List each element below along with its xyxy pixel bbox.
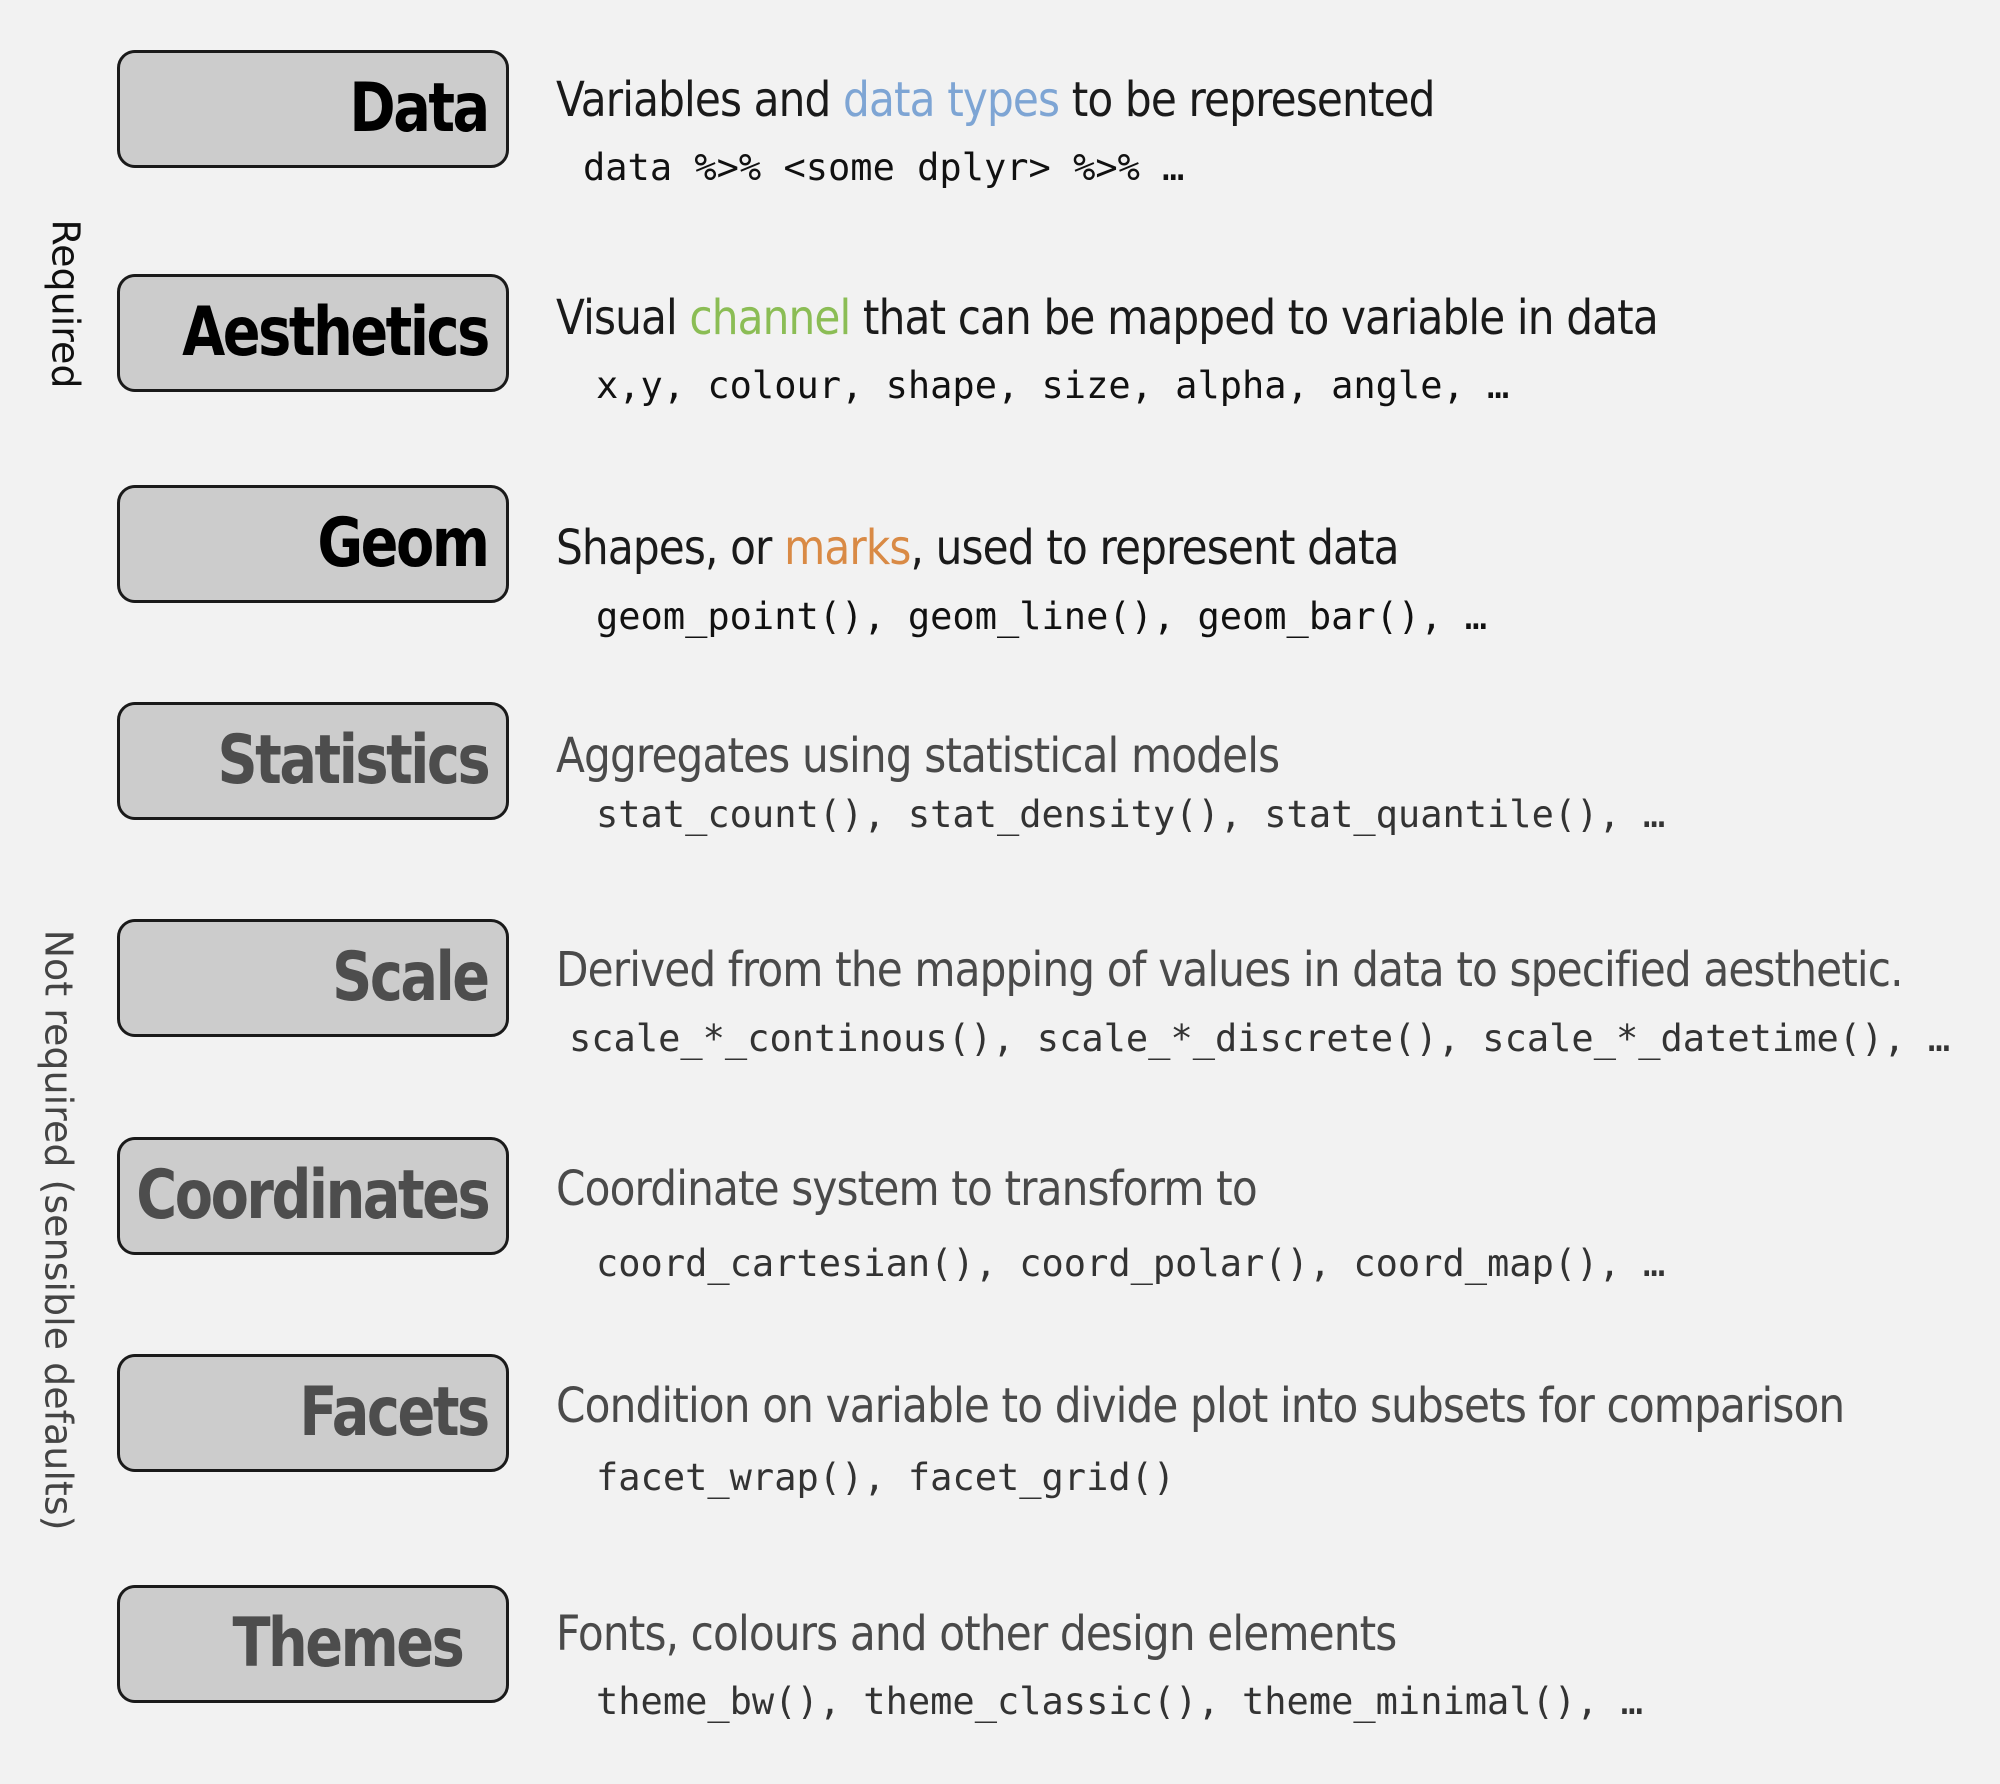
highlight-data-types: data types bbox=[843, 72, 1060, 128]
layer-code-coordinates: coord_cartesian(), coord_polar(), coord_… bbox=[596, 1242, 1666, 1285]
layer-aesthetics: Aesthetics Visual channel that can be ma… bbox=[0, 274, 2000, 404]
desc-text: Visual bbox=[556, 290, 690, 346]
layer-name-themes: Themes bbox=[232, 1604, 464, 1683]
layer-box-data: Data bbox=[117, 50, 509, 168]
layer-name-geom: Geom bbox=[317, 504, 491, 583]
layer-code-statistics: stat_count(), stat_density(), stat_quant… bbox=[596, 793, 1666, 836]
layer-box-facets: Facets bbox=[117, 1354, 509, 1472]
layer-box-aesthetics: Aesthetics bbox=[117, 274, 509, 392]
layer-description-themes: Fonts, colours and other design elements bbox=[556, 1606, 1397, 1662]
layer-box-coordinates: Coordinates bbox=[117, 1137, 509, 1255]
layer-code-data: data %>% <some dplyr> %>% … bbox=[583, 146, 1185, 189]
layer-themes: Themes Fonts, colours and other design e… bbox=[0, 1585, 2000, 1720]
desc-text: Variables and bbox=[556, 72, 844, 128]
layer-coordinates: Coordinates Coordinate system to transfo… bbox=[0, 1137, 2000, 1282]
layer-code-geom: geom_point(), geom_line(), geom_bar(), … bbox=[596, 595, 1488, 638]
layer-description-statistics: Aggregates using statistical models bbox=[556, 728, 1280, 784]
layer-scale: Scale Derived from the mapping of values… bbox=[0, 919, 2000, 1057]
highlight-channel: channel bbox=[689, 290, 851, 346]
layer-name-scale: Scale bbox=[332, 938, 491, 1017]
layer-data: Data Variables and data types to be repr… bbox=[0, 50, 2000, 186]
layer-description-coordinates: Coordinate system to transform to bbox=[556, 1161, 1258, 1217]
layer-box-statistics: Statistics bbox=[117, 702, 509, 820]
desc-text: to be represented bbox=[1059, 72, 1436, 128]
desc-text: Shapes, or bbox=[556, 520, 785, 576]
layer-code-scale: scale_*_continous(), scale_*_discrete(),… bbox=[569, 1017, 1951, 1060]
layer-facets: Facets Condition on variable to divide p… bbox=[0, 1354, 2000, 1496]
layer-geom: Geom Shapes, or marks, used to represent… bbox=[0, 485, 2000, 635]
layer-box-scale: Scale bbox=[117, 919, 509, 1037]
layer-box-themes: Themes bbox=[117, 1585, 509, 1703]
desc-text: that can be mapped to variable in data bbox=[850, 290, 1659, 346]
layer-name-aesthetics: Aesthetics bbox=[182, 293, 490, 372]
layer-description-scale: Derived from the mapping of values in da… bbox=[556, 942, 1904, 998]
layer-box-geom: Geom bbox=[117, 485, 509, 603]
layer-name-facets: Facets bbox=[299, 1373, 491, 1452]
layer-description-facets: Condition on variable to divide plot int… bbox=[556, 1378, 1845, 1434]
layer-description-geom: Shapes, or marks, used to represent data bbox=[556, 524, 1400, 572]
layer-code-themes: theme_bw(), theme_classic(), theme_minim… bbox=[596, 1680, 1643, 1723]
layer-description-aesthetics: Visual channel that can be mapped to var… bbox=[556, 294, 1659, 342]
layer-name-statistics: Statistics bbox=[217, 721, 490, 800]
layer-description-data: Variables and data types to be represent… bbox=[556, 76, 1435, 124]
layer-name-coordinates: Coordinates bbox=[136, 1156, 490, 1235]
layer-statistics: Statistics Aggregates using statistical … bbox=[0, 702, 2000, 836]
layer-name-data: Data bbox=[349, 69, 491, 148]
layer-code-aesthetics: x,y, colour, shape, size, alpha, angle, … bbox=[596, 364, 1510, 407]
desc-text: , used to represent data bbox=[910, 520, 1400, 576]
layer-code-facets: facet_wrap(), facet_grid() bbox=[596, 1456, 1176, 1499]
highlight-marks: marks bbox=[784, 520, 911, 576]
